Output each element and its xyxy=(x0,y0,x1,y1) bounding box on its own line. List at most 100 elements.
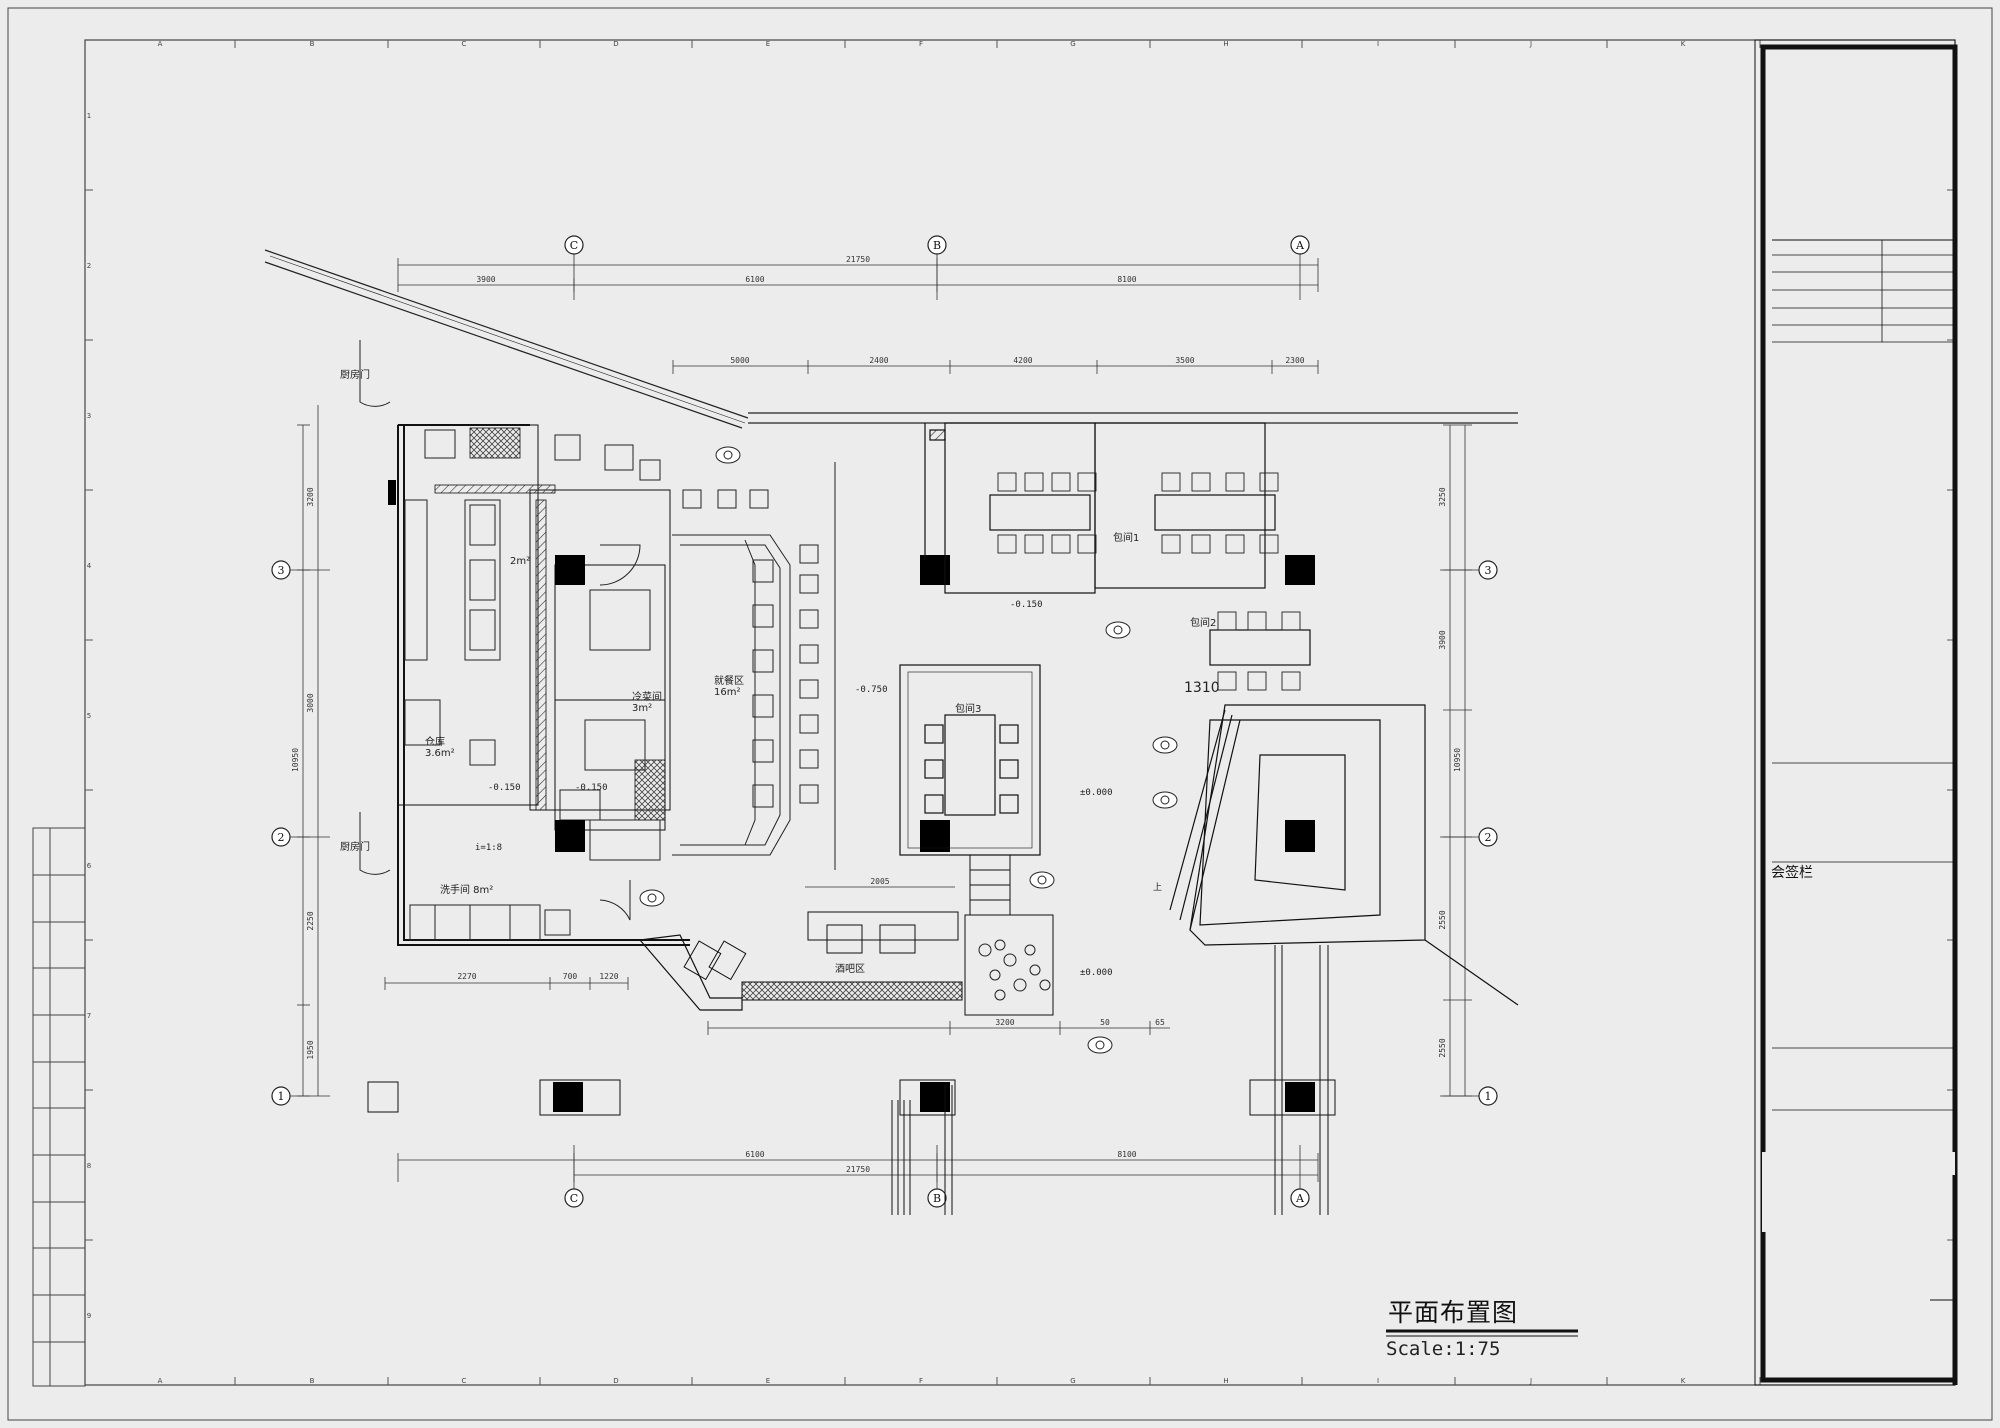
border-row-label: 1 xyxy=(87,112,91,120)
border-row-label: 2 xyxy=(87,262,91,270)
kitchen-equipment xyxy=(404,429,661,941)
drawing-title: 平面布置图 xyxy=(1388,1298,1519,1327)
private-room-3 xyxy=(899,664,1041,856)
bottom-dimension-texts: 21750 6100 8100 2270 700 1220 2005 3200 … xyxy=(457,877,1165,1174)
left-legend-strip xyxy=(32,827,86,1387)
border-col-label: K xyxy=(1681,40,1686,48)
room-label-bar: 酒吧区 xyxy=(835,963,865,975)
side-dimension-texts: 3200 3000 2250 1950 10950 3250 3900 2550… xyxy=(291,487,1462,1059)
axis-1-label: 1 xyxy=(278,1090,285,1103)
border-col-label: B xyxy=(310,40,315,48)
border-col-label: G xyxy=(1070,40,1075,48)
axis-a-label: A xyxy=(1295,1192,1305,1205)
border-col-label: C xyxy=(462,40,467,48)
border-col-label: J xyxy=(1529,1377,1532,1385)
grid-leaders xyxy=(290,254,1479,1189)
dim-left-seg: 3000 xyxy=(306,693,315,712)
dim-right-seg: 3900 xyxy=(1438,630,1447,649)
dim-lower-seg: 2005 xyxy=(870,877,889,886)
dim-left-seg: 1950 xyxy=(306,1040,315,1059)
dim-lower-seg: 65 xyxy=(1155,1018,1165,1027)
dim-right-seg: 3250 xyxy=(1438,487,1447,506)
dim-top-overall: 21750 xyxy=(846,255,870,264)
dim-upper-seg: 2300 xyxy=(1285,356,1304,365)
dim-upper-seg: 3500 xyxy=(1175,356,1194,365)
axis-c-label: C xyxy=(570,1192,578,1205)
dim-left-seg: 3200 xyxy=(306,487,315,506)
room-label-washroom: 洗手间 8m² xyxy=(440,883,493,896)
dim-upper-seg: 4200 xyxy=(1013,356,1032,365)
border-ticks xyxy=(85,40,1955,1385)
dim-upper-seg: 2400 xyxy=(869,356,888,365)
border-row-label: 3 xyxy=(87,412,91,420)
axis-2-label: 2 xyxy=(1485,831,1492,844)
room-label-private-3: 包间3 xyxy=(955,702,981,715)
dim-upper-seg: 5000 xyxy=(730,356,749,365)
elevation-label: -0.750 xyxy=(855,685,888,695)
elevation-marks: -0.150 -0.750 ±0.000 ±0.000 -0.150 -0.15… xyxy=(475,600,1162,978)
dim-lower-seg: 3200 xyxy=(995,1018,1014,1027)
private-rooms xyxy=(924,422,1311,666)
dim-right-total: 10950 xyxy=(1453,748,1462,772)
staircase xyxy=(1169,704,1519,1006)
dim-bottom-seg: 6100 xyxy=(745,1150,764,1159)
border-col-label: K xyxy=(1681,1377,1686,1385)
border-col-label: A xyxy=(158,40,163,48)
elevation-label: -0.150 xyxy=(575,783,608,793)
bar-counter-hatch xyxy=(638,911,963,1011)
drawing-scale: Scale:1:75 xyxy=(1386,1338,1501,1360)
dim-right-seg: 2550 xyxy=(1438,910,1447,929)
dim-left-total: 10950 xyxy=(291,748,300,772)
dim-bottom-seg: 8100 xyxy=(1117,1150,1136,1159)
border-row-label: 9 xyxy=(87,1312,91,1320)
dim-lower-seg: 1220 xyxy=(599,972,618,981)
elevation-label: -0.150 xyxy=(1010,600,1043,610)
axis-2-label: 2 xyxy=(278,831,285,844)
stair-up-label: 上 xyxy=(1153,882,1162,893)
border-col-label: B xyxy=(310,1377,315,1385)
dim-top-seg: 3900 xyxy=(476,275,495,284)
room-label-entrance: 厨房门 xyxy=(340,840,370,853)
border-col-label: C xyxy=(462,1377,467,1385)
axis-1-label: 1 xyxy=(1485,1090,1492,1103)
border-row-label: 7 xyxy=(87,1012,91,1020)
axis-a-label: A xyxy=(1295,239,1305,252)
axis-b-label: B xyxy=(933,239,941,252)
axis-3-label: 3 xyxy=(278,564,285,577)
border-col-label: F xyxy=(919,1377,923,1385)
elevation-label: ±0.000 xyxy=(1080,968,1113,978)
border-col-label: E xyxy=(766,1377,770,1385)
room-label-private-2: 包间2 xyxy=(1190,616,1216,629)
room-number: 1310 xyxy=(1184,680,1220,696)
kitchen-walls xyxy=(397,424,690,946)
border-row-label: 8 xyxy=(87,1162,91,1170)
top-dimension-texts: 21750 3900 6100 8100 5000 2400 4200 3500… xyxy=(476,255,1304,365)
room-label-private-1: 包间1 xyxy=(1113,531,1139,544)
axis-b-label: B xyxy=(933,1192,941,1205)
border-col-label: J xyxy=(1529,40,1532,48)
border-row-label: 4 xyxy=(87,562,92,570)
border-column-letters: A B C D E F G H I J K A B C D E F G H I … xyxy=(158,40,1686,1385)
dim-bottom-overall: 21750 xyxy=(846,1165,870,1174)
border-col-label: I xyxy=(1377,1377,1379,1385)
slope-label: i=1:8 xyxy=(475,843,502,853)
border-col-label: G xyxy=(1070,1377,1075,1385)
dim-top-seg: 8100 xyxy=(1117,275,1136,284)
kitchen-doors xyxy=(359,340,641,921)
title-block xyxy=(1754,39,1958,1386)
border-col-label: D xyxy=(613,40,618,48)
axis-c-label: C xyxy=(570,239,578,252)
stair-columns xyxy=(1285,822,1315,852)
sheet-border xyxy=(7,7,1993,1421)
countersign-label: 会签栏 xyxy=(1771,865,1813,881)
dining-bar-counter xyxy=(672,462,836,870)
border-col-label: D xyxy=(613,1377,618,1385)
dim-lower-seg: 2270 xyxy=(457,972,476,981)
dim-right-seg: 2550 xyxy=(1438,1038,1447,1057)
grid-bubbles xyxy=(271,235,1498,1208)
